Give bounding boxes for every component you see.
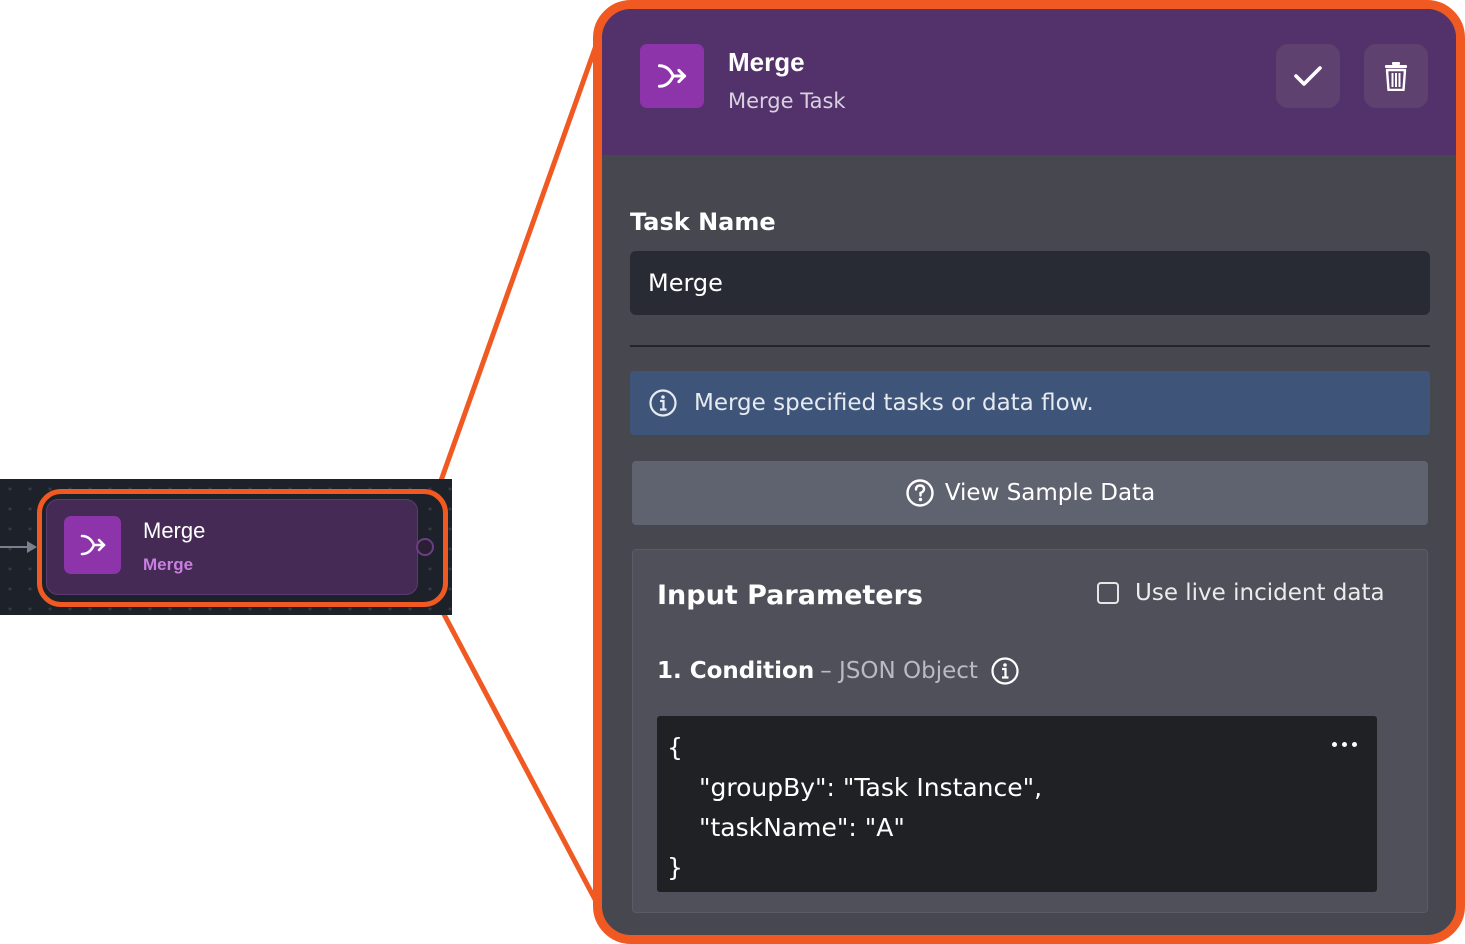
code-line: { — [667, 733, 683, 762]
more-options-icon[interactable] — [1332, 742, 1357, 747]
incoming-edge — [0, 546, 34, 548]
help-circle-icon — [906, 479, 934, 507]
code-line: "taskName": "A" — [699, 813, 905, 842]
edge-arrowhead — [27, 541, 37, 553]
view-sample-data-label: View Sample Data — [944, 480, 1156, 506]
input-parameters-title: Input Parameters — [657, 580, 923, 611]
panel-subtitle: Merge Task — [728, 89, 846, 113]
live-incident-label: Use live incident data — [1135, 580, 1385, 606]
live-incident-checkbox[interactable] — [1097, 582, 1119, 604]
section-divider — [630, 345, 1430, 347]
checkmark-icon — [1294, 66, 1322, 86]
info-banner: Merge specified tasks or data flow. — [630, 371, 1430, 435]
node-title: Merge — [143, 518, 206, 543]
delete-button[interactable] — [1364, 44, 1428, 108]
task-name-input[interactable] — [630, 251, 1430, 315]
input-parameters-section: Input Parameters Use live incident data … — [632, 549, 1428, 913]
view-sample-data-button[interactable]: View Sample Data — [632, 461, 1428, 525]
merge-icon — [64, 516, 121, 574]
code-line: "groupBy": "Task Instance", — [699, 773, 1043, 802]
param-condition-type: – JSON Object — [820, 658, 978, 684]
param-condition-label: 1. Condition — [657, 658, 815, 684]
node-subtitle: Merge — [143, 555, 194, 574]
info-text: Merge specified tasks or data flow. — [694, 390, 1094, 416]
panel-header: Merge Merge Task — [602, 9, 1456, 155]
node-highlight-ring — [37, 489, 448, 607]
live-incident-toggle[interactable]: Use live incident data — [1097, 580, 1385, 606]
info-icon — [648, 388, 678, 418]
trash-icon — [1385, 62, 1407, 91]
task-config-panel: Merge Merge Task Task Name — [593, 0, 1465, 944]
param-condition-header: 1. Condition – JSON Object — [657, 656, 1020, 686]
node-output-port[interactable] — [416, 538, 434, 556]
panel-title: Merge — [728, 47, 805, 77]
task-name-label: Task Name — [630, 208, 776, 236]
merge-icon — [640, 44, 704, 108]
json-code-editor[interactable]: { "groupBy": "Task Instance", "taskName"… — [657, 716, 1377, 892]
confirm-button[interactable] — [1276, 44, 1340, 108]
code-line: } — [667, 853, 683, 882]
info-icon[interactable] — [990, 656, 1020, 686]
